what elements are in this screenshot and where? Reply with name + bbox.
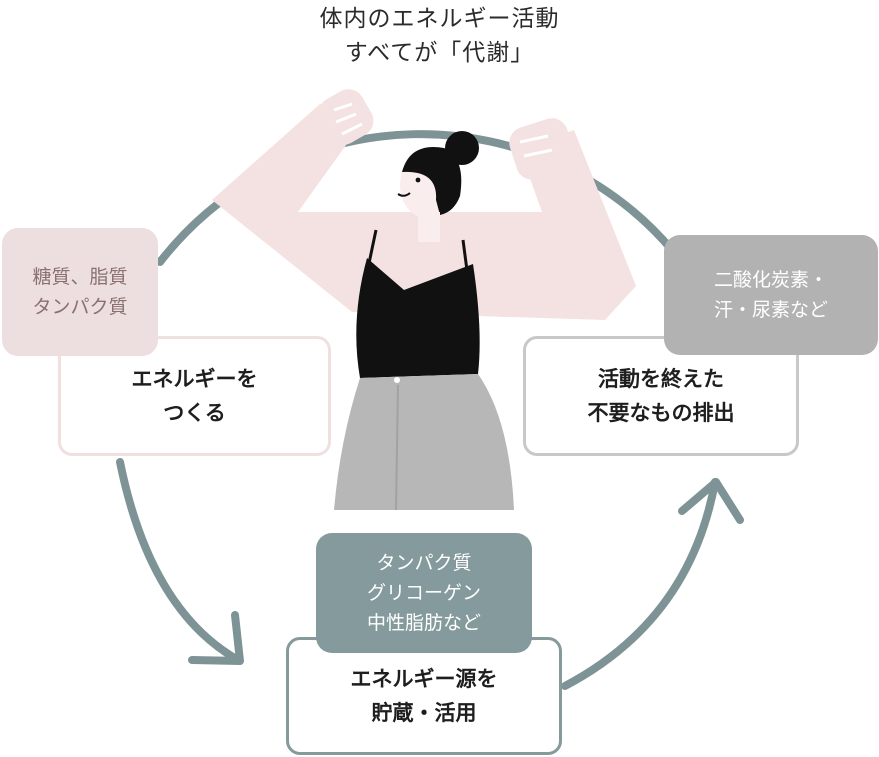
title-line-2: すべてが「代謝」 (344, 40, 535, 66)
cycle-arc-right (561, 478, 719, 690)
hair-icon (402, 147, 462, 215)
stage-excrete-tag-2: 汗・尿素など (713, 299, 828, 321)
stage-excrete-box: 活動を終えた 不要なもの排出 (523, 336, 799, 456)
stage-create-label-2: つくる (163, 401, 226, 425)
stage-excrete-label-2: 不要なもの排出 (587, 401, 735, 425)
pants-icon (334, 374, 514, 510)
stage-excrete-tag: 二酸化炭素・ 汗・尿素など (664, 235, 878, 355)
stage-create-box: エネルギーを つくる (58, 336, 331, 456)
stage-excrete-tag-1: 二酸化炭素・ (713, 269, 828, 291)
arrowhead-store-icon (188, 611, 244, 665)
stage-store-tag-3: 中性脂肪など (366, 612, 481, 634)
arrowhead-excrete-icon (678, 478, 744, 524)
tank-top-icon (356, 258, 480, 378)
stage-store-label-1: エネルギー源を (350, 667, 498, 691)
stage-create-tag-1: 糖質、脂質 (32, 266, 128, 288)
stage-store-tag-1: タンパク質 (376, 552, 472, 574)
right-fist-icon (509, 118, 575, 180)
stage-store-tag: タンパク質 グリコーゲン 中性脂肪など (316, 533, 532, 653)
stage-store-label-2: 貯蔵・活用 (371, 701, 477, 725)
stage-store-box: エネルギー源を 貯蔵・活用 (286, 637, 562, 755)
cycle-arc-left (116, 458, 242, 664)
stage-create-tag-2: タンパク質 (32, 296, 128, 318)
title-line-1: 体内のエネルギー活動 (319, 6, 560, 32)
stage-store-tag-2: グリコーゲン (366, 582, 481, 604)
stage-create-tag: 糖質、脂質 タンパク質 (2, 228, 158, 356)
diagram-title: 体内のエネルギー活動 すべてが「代謝」 (0, 2, 879, 70)
stage-excrete-label-1: 活動を終えた (598, 367, 724, 391)
woman-illustration (212, 89, 636, 511)
stage-create-label-1: エネルギーを (131, 367, 258, 391)
